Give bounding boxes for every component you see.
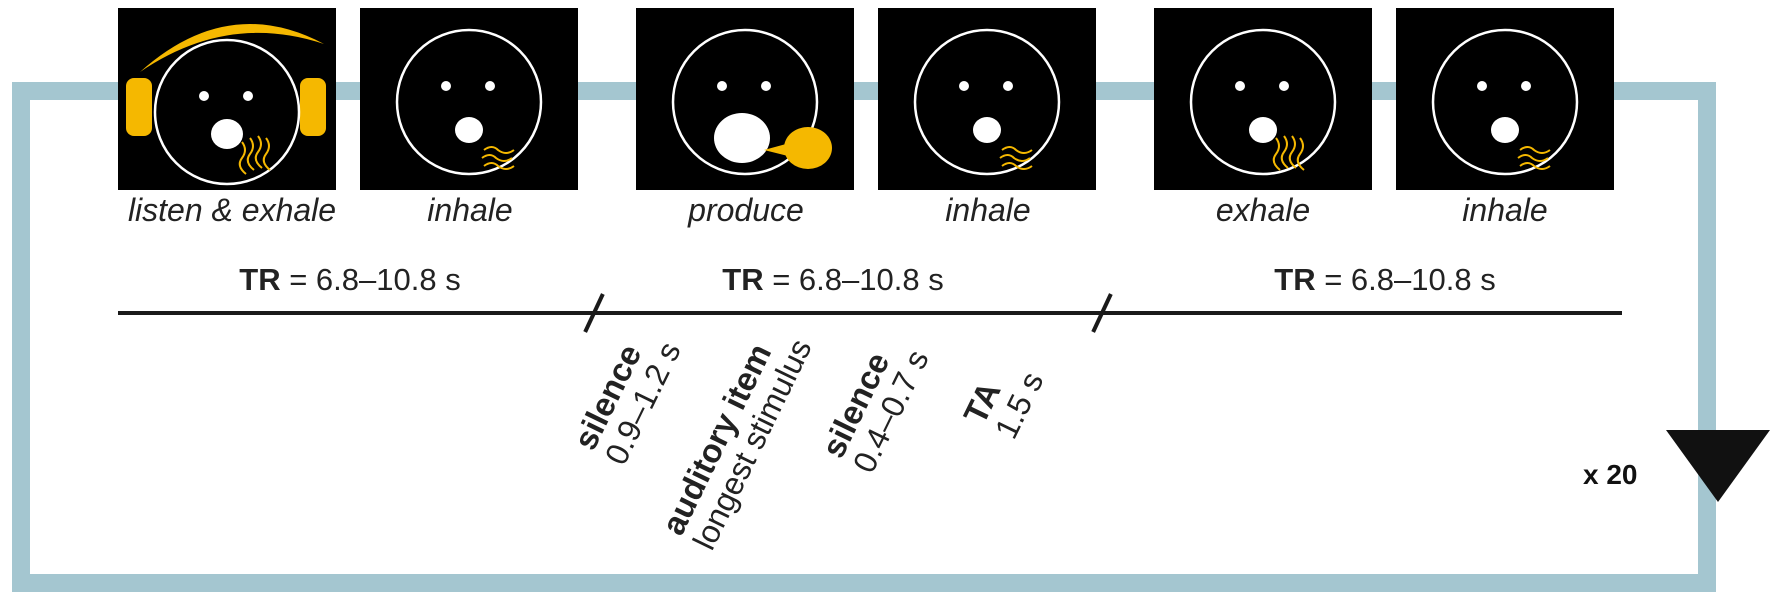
tr-duration: = 6.8–10.8 s	[280, 262, 461, 297]
tr-abbrev: TR	[1274, 262, 1316, 297]
panel-caption-produce: produce	[688, 192, 804, 228]
panel-caption-inhale-2: inhale	[945, 192, 1031, 228]
panel-inhale-2	[878, 8, 1096, 190]
loop-arrowhead-icon	[1666, 430, 1770, 502]
tr-abbrev: TR	[722, 262, 764, 297]
panel-inhale-1	[360, 8, 578, 190]
face-inhale-icon	[395, 28, 543, 176]
panel-caption-inhale-3: inhale	[1462, 192, 1548, 228]
panel-caption-listen-exhale: listen & exhale	[127, 192, 337, 228]
face-inhale-icon	[1431, 28, 1579, 176]
panel-produce	[636, 8, 854, 190]
timeline-axis	[118, 311, 1622, 315]
panel-exhale	[1154, 8, 1372, 190]
tr-abbrev: TR	[239, 262, 281, 297]
panel-listen-exhale	[118, 8, 336, 190]
face-produce-speech-icon	[671, 28, 832, 176]
repeat-count: x 20	[1583, 459, 1638, 490]
tr-label-2: TR = 6.8–10.8 s	[722, 262, 943, 298]
panel-caption-inhale-1: inhale	[427, 192, 513, 228]
tr-label-3: TR = 6.8–10.8 s	[1274, 262, 1495, 298]
tr-duration: = 6.8–10.8 s	[763, 262, 944, 297]
tr-duration: = 6.8–10.8 s	[1315, 262, 1496, 297]
face-exhale-icon	[1189, 28, 1337, 176]
panel-caption-exhale: exhale	[1215, 192, 1311, 228]
panel-inhale-3	[1396, 8, 1614, 190]
tr-label-1: TR = 6.8–10.8 s	[239, 262, 460, 298]
face-headphones-exhale-icon	[126, 23, 326, 186]
face-inhale-icon	[913, 28, 1061, 176]
